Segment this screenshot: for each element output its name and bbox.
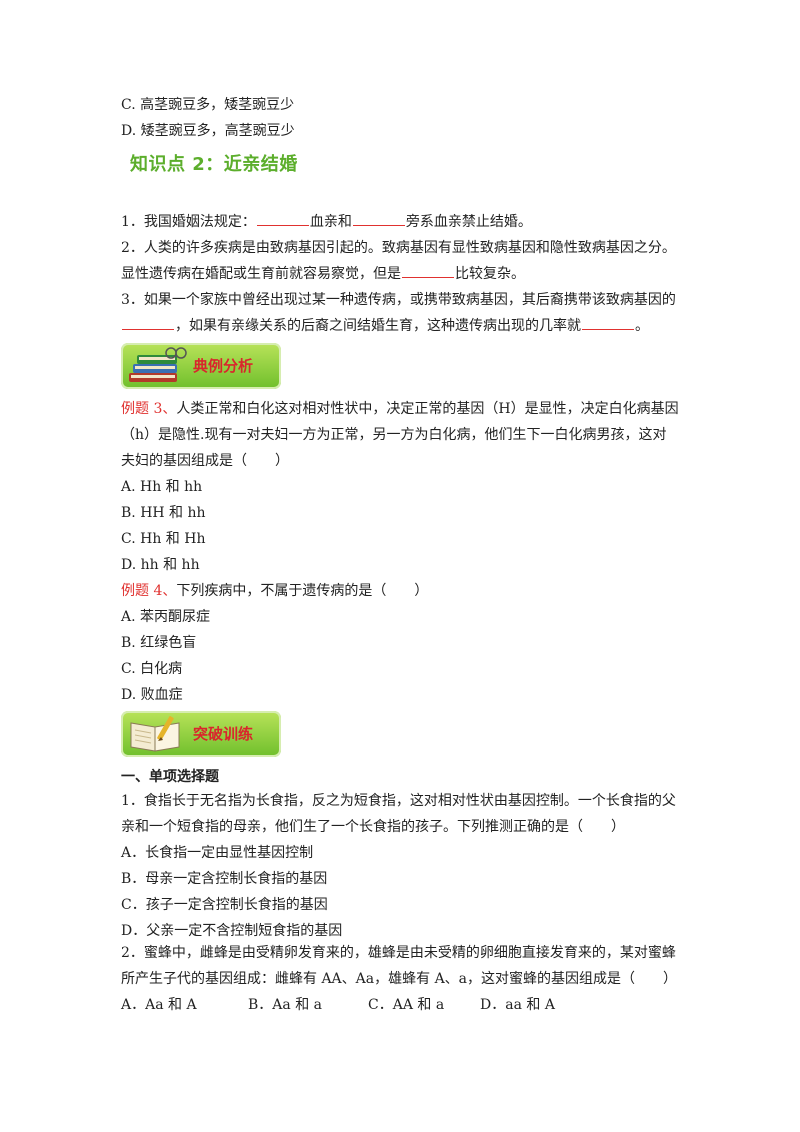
example-3-option-a[interactable]: A. Hh 和 hh [121,479,203,495]
fill-blank[interactable] [122,315,174,330]
example-3-option-c[interactable]: C. Hh 和 Hh [121,531,206,547]
practice-q1-option-a[interactable]: A．长食指一定由显性基因控制 [121,845,314,861]
example-4-option-b[interactable]: B. 红绿色盲 [121,635,197,651]
practice-q1-option-b[interactable]: B．母亲一定含控制长食指的基因 [121,871,328,887]
section-title: 一、单项选择题 [121,769,219,785]
practice-q2-option-b[interactable]: B．Aa 和 a [248,997,322,1013]
example-4-option-c[interactable]: C. 白化病 [121,661,183,677]
fill-blank[interactable] [256,211,309,226]
kp-question-3-line1: 3．如果一个家族中曾经出现过某一种遗传病，或携带致病基因，其后裔携带该致病基因的 [121,292,676,308]
fill-blank[interactable] [402,263,454,278]
practice-q2-line1: 2．蜜蜂中，雌蜂是由受精卵发育来的，雄蜂是由未受精的卵细胞直接发育来的，某对蜜蜂 [121,945,676,961]
knowledge-point-heading: 知识点 2：近亲结婚 [130,154,298,175]
books-icon [129,347,187,382]
badge-label: 典例分析 [193,357,254,375]
practice-q1-line2: 亲和一个短食指的母亲，他们生了一个长食指的孩子。下列推测正确的是（ ） [121,819,625,835]
option-d-top: D. 矮茎豌豆多，高茎豌豆少 [121,123,295,139]
example-3-option-d[interactable]: D. hh 和 hh [121,557,200,573]
example-3-option-b[interactable]: B. HH 和 hh [121,505,206,521]
practice-badge: 突破训练 [121,711,281,757]
example-analysis-badge: 典例分析 [121,343,281,389]
notebook-pen-icon [130,716,180,752]
option-c-top: C. 高茎豌豆多，矮茎豌豆少 [121,97,295,113]
fill-blank[interactable] [582,315,634,330]
practice-q1-option-d[interactable]: D．父亲一定不含控制短食指的基因 [121,923,343,939]
kp-question-2-line2: 显性遗传病在婚配或生育前就容易察觉，但是比较复杂。 [121,263,525,285]
practice-q1-option-c[interactable]: C．孩子一定含控制长食指的基因 [121,897,328,913]
practice-q2-line2: 所产生子代的基因组成：雌蜂有 AA、Aa，雄蜂有 A、a，这对蜜蜂的基因组成是（… [121,971,678,987]
example-3-line3: 夫妇的基因组成是（ ） [121,453,289,469]
example-4-line1: 例题 4、下列疾病中，不属于遗传病的是（ ） [121,583,429,599]
kp-question-2-line1: 2．人类的许多疾病是由致病基因引起的。致病基因有显性致病基因和隐性致病基因之分。 [121,240,676,256]
example-3-line1: 例题 3、人类正常和白化这对相对性状中，决定正常的基因（H）是显性，决定白化病基… [121,401,679,417]
example-3-line2: （h）是隐性.现有一对夫妇一方为正常，另一方为白化病，他们生下一白化病男孩，这对 [121,427,667,443]
practice-q1-line1: 1．食指长于无名指为长食指，反之为短食指，这对相对性状由基因控制。一个长食指的父 [121,793,676,809]
kp-question-3-line2: ，如果有亲缘关系的后裔之间结婚生育，这种遗传病出现的几率就。 [121,315,649,337]
example-tag: 例题 4、 [121,583,177,599]
example-tag: 例题 3、 [121,401,177,417]
practice-q2-option-a[interactable]: A．Aa 和 A [121,997,197,1013]
example-4-option-a[interactable]: A. 苯丙酮尿症 [121,609,211,625]
example-4-option-d[interactable]: D. 败血症 [121,687,183,703]
practice-q2-option-d[interactable]: D．aa 和 A [480,997,555,1013]
practice-q2-option-c[interactable]: C．AA 和 a [368,997,445,1013]
badge-label: 突破训练 [193,725,254,743]
kp-question-1: 1．我国婚姻法规定：血亲和旁系血亲禁止结婚。 [121,211,532,233]
fill-blank[interactable] [352,211,405,226]
